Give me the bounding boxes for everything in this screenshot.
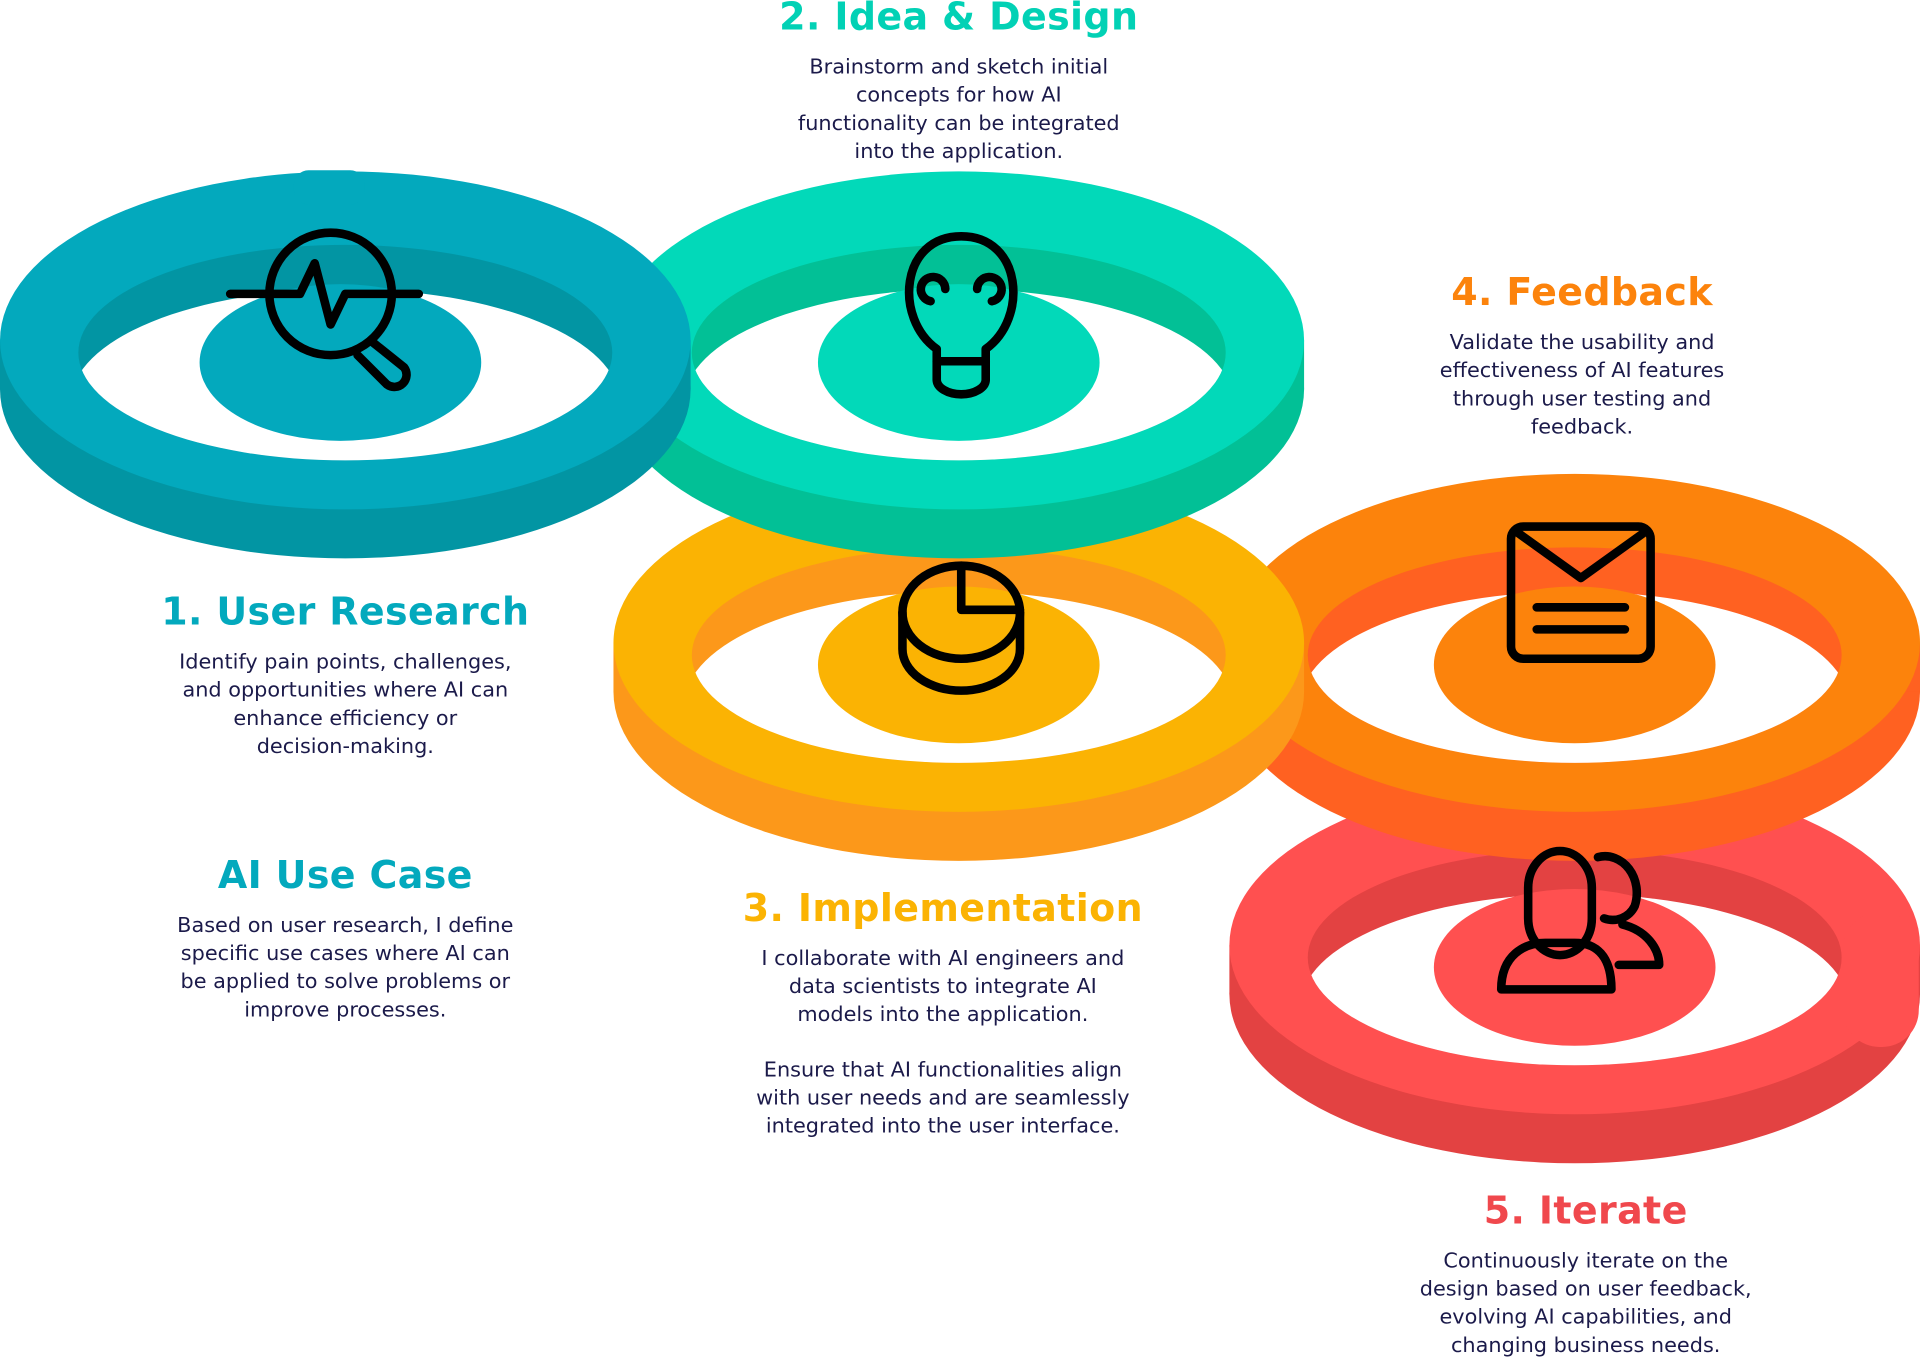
step-5-block: 5. Iterate Continuously iterate on the d…	[1420, 1189, 1752, 1360]
icon-disc	[817, 586, 1100, 744]
desc-line: decision-making.	[256, 734, 434, 760]
desc-line: through user testing and	[1452, 386, 1712, 412]
step-title: 1. User Research	[161, 590, 530, 635]
step-2-block: 2. Idea & Design Brainstorm and sketch i…	[779, 0, 1138, 167]
step-title: 5. Iterate	[1483, 1188, 1688, 1234]
desc-line: improve processes.	[244, 997, 447, 1023]
users-icon	[1496, 846, 1664, 994]
database-pie-icon	[898, 561, 1025, 695]
use-case-title: AI Use Case	[217, 853, 473, 898]
desc-line: feedback.	[1530, 415, 1634, 440]
loop-step-1	[0, 171, 691, 559]
desc-line: Brainstorm and sketch initial	[809, 55, 1109, 80]
desc-line: functionality can be integrated	[797, 111, 1120, 136]
icon-disc	[1433, 888, 1716, 1046]
magnifier-pulse-icon	[225, 228, 424, 392]
desc-line: Ensure that AI functionalities align	[763, 1057, 1122, 1083]
envelope-icon	[1506, 522, 1655, 664]
desc-line: specific use cases where AI can	[180, 941, 510, 967]
step-title: 4. Feedback	[1451, 270, 1713, 315]
desc-line: Continuously iterate on the	[1443, 1248, 1729, 1274]
step-title: 3. Implementation	[742, 886, 1143, 931]
step-1-block: 1. User Research Identify pain points, c…	[161, 590, 529, 761]
use-case-description: Based on user research, I define specifi…	[177, 912, 513, 1025]
desc-line: Identify pain points, challenges,	[179, 650, 512, 675]
desc-line: be applied to solve problems or	[180, 969, 511, 995]
desc-line: models into the application.	[797, 1002, 1089, 1028]
loop-step-5	[1229, 776, 1920, 1164]
desc-line: Based on user research, I define	[177, 913, 514, 938]
step-description: I collaborate with AI engineers and data…	[743, 945, 1143, 1141]
lightbulb-icon	[904, 232, 1018, 399]
desc-line: evolving AI capabilities, and	[1439, 1305, 1732, 1330]
loop-end-cap	[293, 170, 365, 205]
use-case-block: AI Use Case Based on user research, I de…	[177, 853, 513, 1024]
desc-line: into the application.	[854, 139, 1064, 165]
step-description: Continuously iterate on the design based…	[1420, 1248, 1752, 1360]
desc-line: I collaborate with AI engineers and	[761, 946, 1125, 972]
desc-line: Validate the usability and	[1449, 330, 1715, 356]
desc-line: concepts for how AI	[855, 83, 1062, 108]
desc-line: with user needs and are seamlessly	[756, 1086, 1130, 1111]
step-description: Brainstorm and sketch initial concepts f…	[779, 54, 1138, 167]
desc-line: data scientists to integrate AI	[788, 974, 1097, 1000]
loop-step-4	[1229, 473, 1920, 861]
desc-line: design based on user feedback,	[1419, 1277, 1752, 1302]
desc-line: and opportunities where AI can	[182, 678, 509, 703]
step-description: Validate the usability and effectiveness…	[1440, 329, 1724, 442]
desc-line: effectiveness of AI features	[1439, 358, 1725, 384]
icon-disc	[199, 284, 482, 441]
step-3-block: 3. Implementation I collaborate with AI …	[743, 887, 1143, 1142]
loop-end-cap	[1842, 912, 1919, 1047]
loop-step-2	[613, 171, 1305, 559]
step-description: Identify pain points, challenges, and op…	[161, 649, 529, 762]
desc-line: changing business needs.	[1450, 1333, 1721, 1358]
step-4-block: 4. Feedback Validate the usability and e…	[1440, 271, 1724, 442]
desc-line: integrated into the user interface.	[765, 1114, 1120, 1139]
step-title: 2. Idea & Design	[779, 0, 1139, 40]
icon-disc	[1433, 586, 1716, 744]
desc-line: enhance efficiency or	[233, 706, 458, 732]
